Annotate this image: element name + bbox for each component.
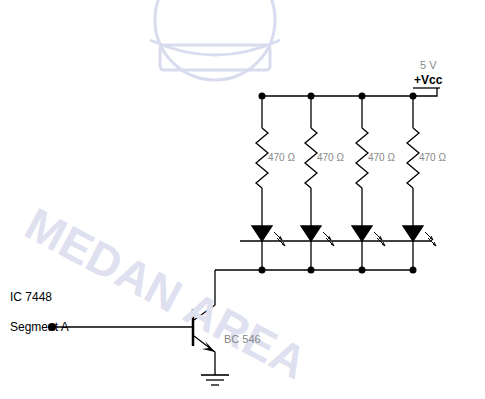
wire (412, 241, 413, 270)
junction-dot (308, 93, 315, 100)
watermark-emblem (150, 0, 280, 80)
junction-dot (308, 267, 315, 274)
vcc-terminal (413, 87, 440, 88)
led-symbol (301, 226, 321, 241)
resistor-symbol (305, 128, 317, 188)
wire (361, 188, 362, 226)
wire (261, 241, 262, 270)
wire (261, 96, 262, 128)
wire (310, 241, 311, 270)
led-symbol (252, 226, 272, 241)
ground-symbol (201, 375, 229, 385)
resistor-value: 470 Ω (419, 153, 446, 163)
voltage-value: 5 V (420, 60, 437, 71)
resistor-symbol (256, 128, 268, 188)
led-symbol (403, 226, 423, 241)
light-arrows (374, 232, 385, 246)
junction-dot (359, 93, 366, 100)
light-arrows (274, 232, 285, 246)
resistor-symbol (407, 128, 419, 188)
wire (361, 241, 362, 270)
ic-name: IC 7448 (10, 291, 52, 303)
wire (412, 96, 413, 128)
transistor-name: BC 546 (224, 334, 261, 345)
resistor-symbol (356, 128, 368, 188)
resistor-value: 470 Ω (268, 153, 295, 163)
junction-dot (259, 93, 266, 100)
base-wire (52, 326, 193, 327)
junction-dot (259, 267, 266, 274)
light-arrows (425, 232, 436, 246)
led-bar-line (240, 240, 432, 241)
junction-dot (359, 267, 366, 274)
wire (361, 96, 362, 128)
junction-dot (410, 267, 417, 274)
resistor-value: 470 Ω (317, 153, 344, 163)
wire (310, 188, 311, 226)
led-symbol (352, 226, 372, 241)
wire (261, 188, 262, 226)
supply-name: +Vcc (414, 74, 442, 86)
light-arrows (323, 232, 334, 246)
resistor-value: 470 Ω (368, 153, 395, 163)
junction-dot (410, 93, 417, 100)
wire (412, 188, 413, 226)
wire (310, 96, 311, 128)
signal-name: Segment A (10, 321, 69, 333)
